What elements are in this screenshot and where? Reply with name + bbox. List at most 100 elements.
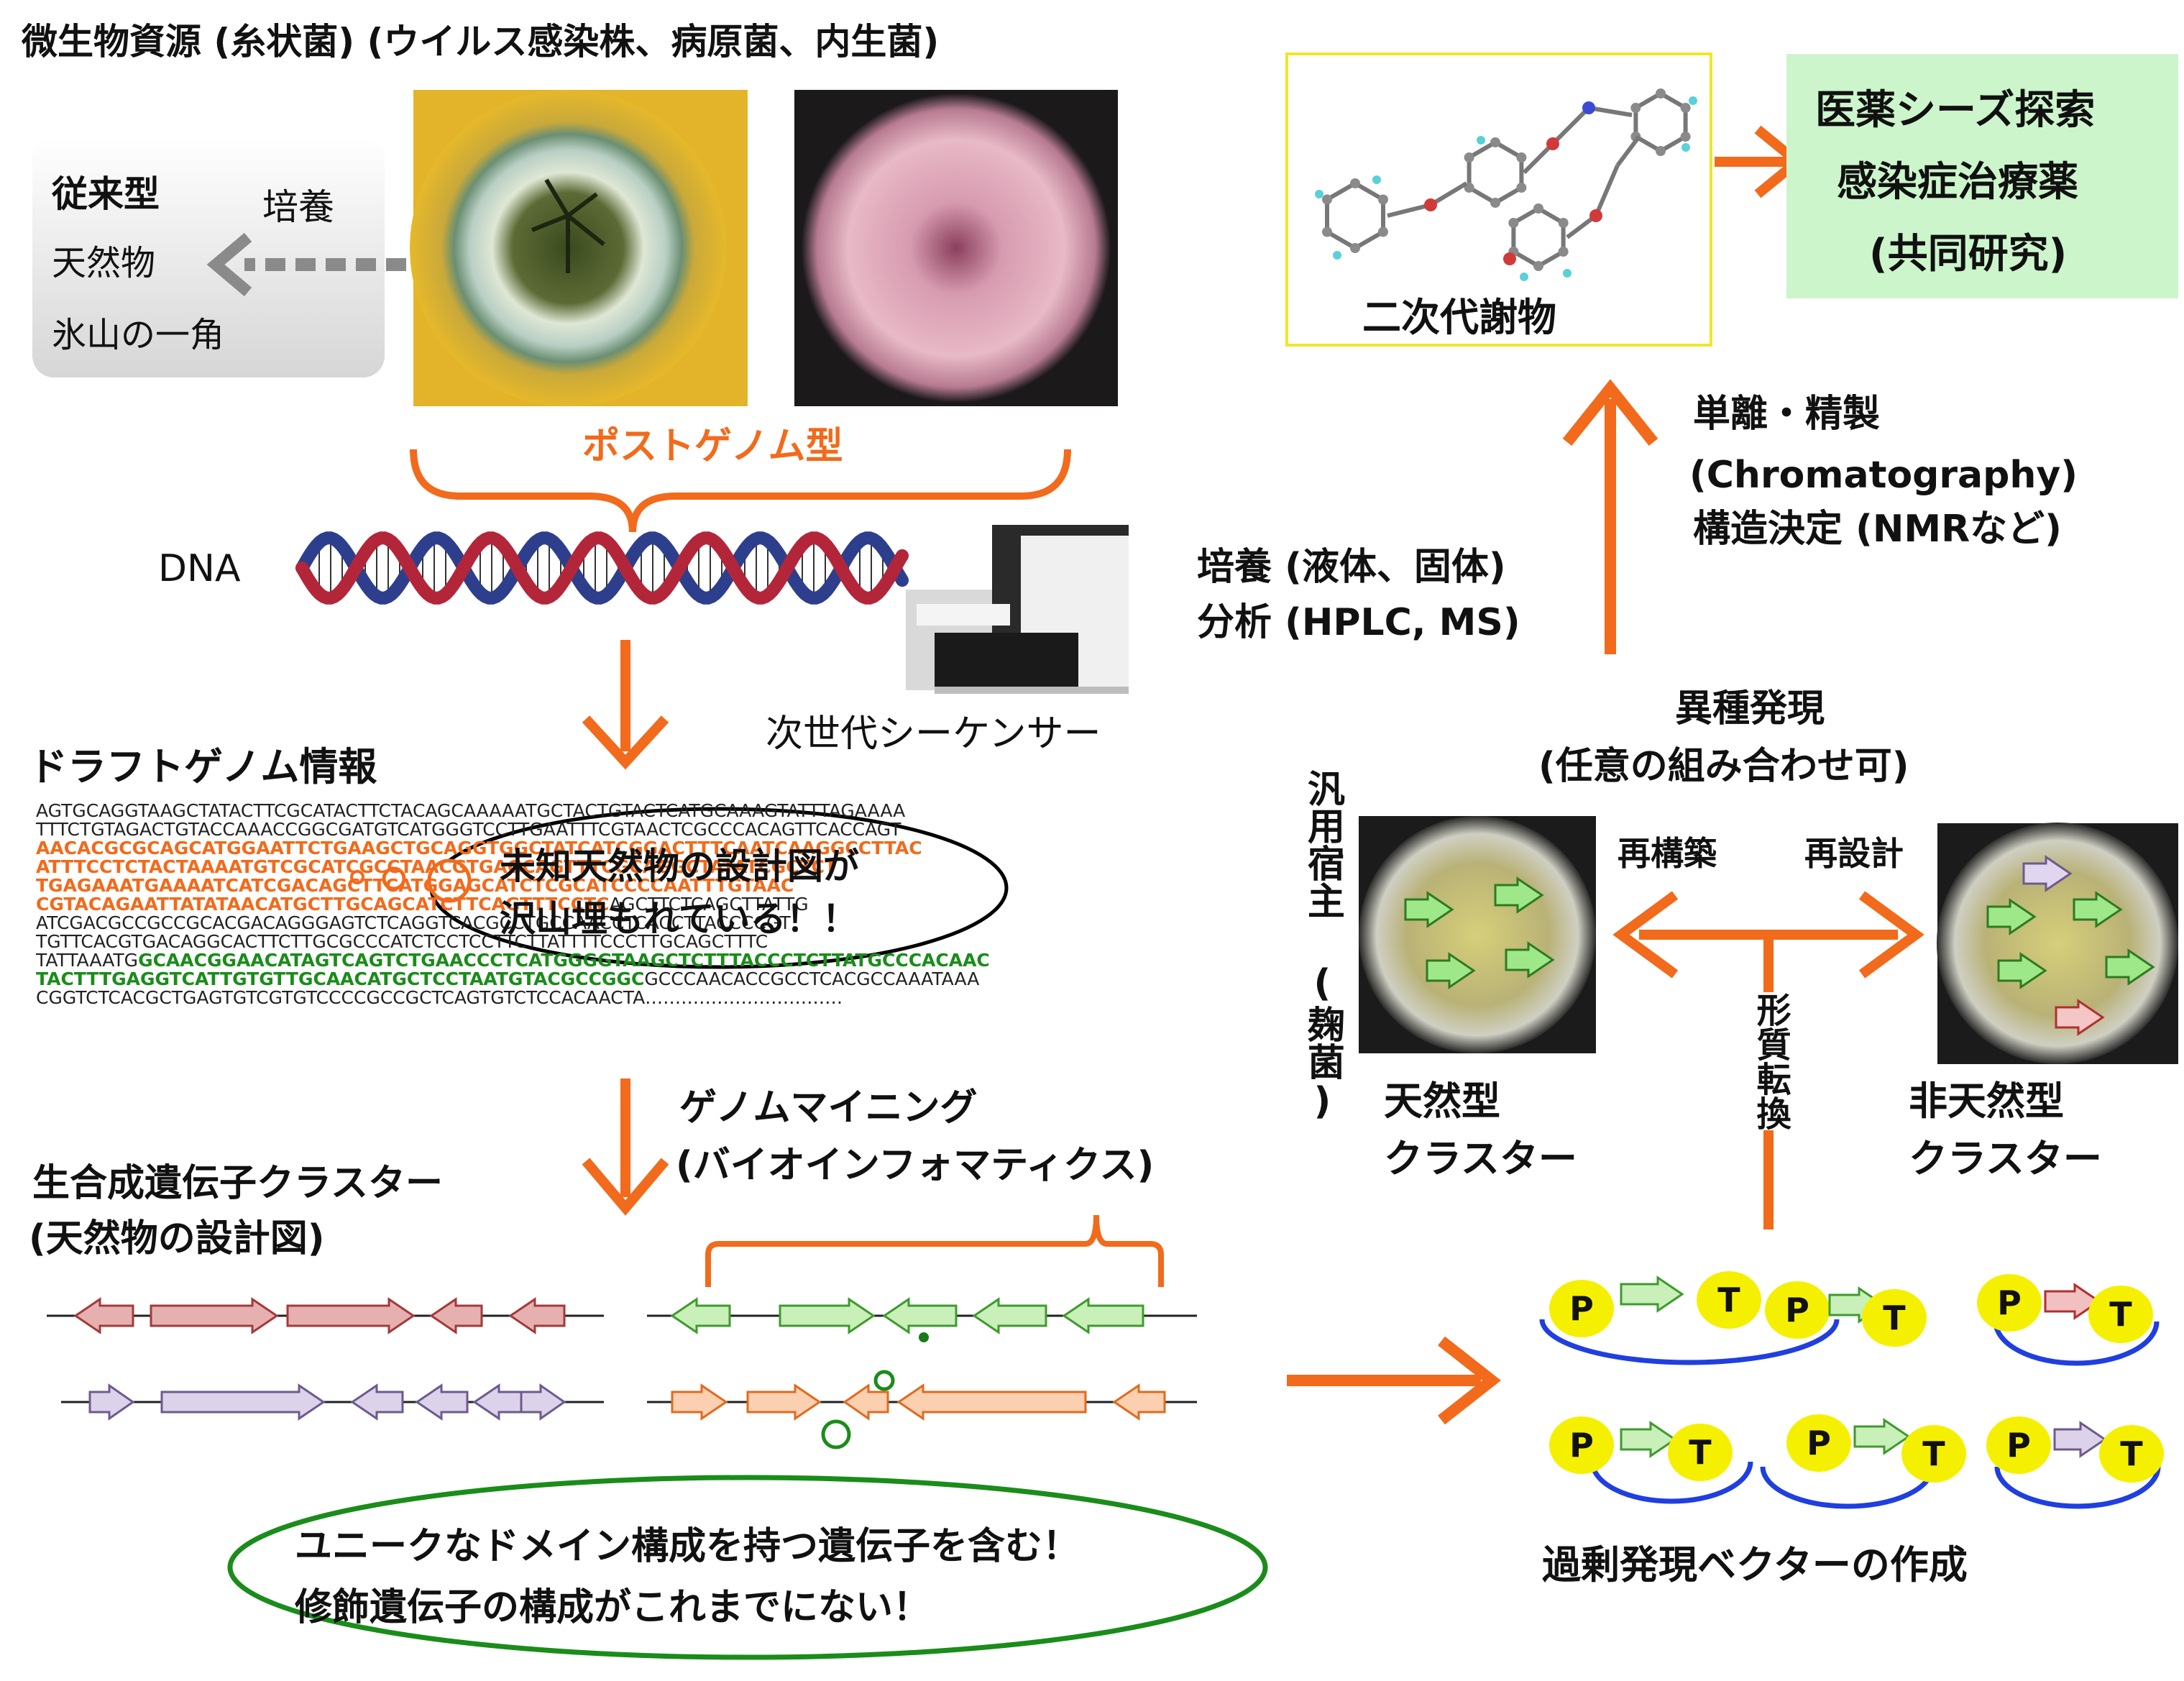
terminator-letter: T [1922, 1434, 1945, 1473]
host-gene-arrow [2055, 999, 2105, 1036]
dna-sequence-line: CGGTCTCACGCTGAGTGTCGTGTCCCCGCCGCTCAGTGTC… [36, 989, 990, 1007]
promoter-ellipse [1765, 1281, 1830, 1339]
dna-sequence-segment: TGTTCACGTGACAGGCACTTCTTGCGCCCATCTCCTCCTT… [36, 931, 768, 952]
terminator-letter: T [2120, 1434, 2143, 1473]
iceberg-label: 氷山の一角 [52, 315, 225, 355]
atom [1589, 209, 1602, 222]
gene-arrow [746, 1383, 822, 1421]
heterologous-line1: 異種発現 [1675, 687, 1825, 730]
molecule-bond [1588, 106, 1633, 117]
gene-arrow [1062, 1297, 1144, 1334]
arrow-to-vector [1287, 1336, 1501, 1425]
gene-arrow [415, 1383, 469, 1421]
atom [1490, 137, 1500, 147]
dna-sequence-segment: ATTTCCTCTACTAAAATGTCGCATCGCCTAACGTGAGCAG… [36, 856, 838, 877]
marker-circle [873, 1370, 895, 1391]
dna-sequence-segment: CGGTCTCACGCTGAGTGTCGTGTCCCCGCCGCTCAGTGTC… [36, 987, 843, 1008]
dna-sequence-line: TATTAAATGGCAACGGAACATAGTCAGTCTGAACCCTCAT… [36, 951, 990, 970]
molecule-bond [1522, 142, 1555, 175]
dna-sequence-segment: TGAGAAATGAAAATCATCGACAGCTTCATGGAGCATCTCG… [36, 875, 794, 896]
arrow-culture-up [1562, 379, 1658, 654]
host-gene-arrow [2105, 948, 2155, 986]
atom [1558, 247, 1569, 257]
vector-gene-arrow [2044, 1283, 2101, 1320]
atom [1377, 226, 1388, 237]
host-gene-arrow [1404, 891, 1454, 928]
marker-dot [919, 1332, 929, 1342]
cloud2-line1: ユニークなドメイン構成を持つ遺伝子を含む！ [295, 1525, 1080, 1568]
gene-arrow [472, 1383, 523, 1421]
hydrogen-atom [1689, 96, 1697, 105]
heterologous-line2: (任意の組み合わせ可) [1538, 745, 1909, 788]
molecule-bond [1551, 106, 1591, 146]
natural-product-label: 天然物 [52, 243, 156, 283]
drug-line1: 医薬シーズ探索 [1815, 87, 2096, 134]
dna-helix-graphic [295, 531, 909, 605]
gene-cluster-rows [47, 1297, 1197, 1449]
host-gene-arrow [1505, 941, 1555, 979]
hydrogen-atom [1563, 269, 1572, 278]
isolation-line3: 構造決定 (NMRなど) [1693, 508, 2062, 551]
cluster-heading: 生合成遺伝子クラスター [32, 1162, 443, 1205]
cloud1-line2: 沢山埋もれている！！ [500, 898, 858, 940]
cloud-unique-domains [227, 1475, 1268, 1660]
gene-arrow [520, 1383, 566, 1421]
atom [1546, 137, 1559, 150]
dna-label: DNA [158, 547, 241, 590]
vector-backbone [1993, 1321, 2160, 1366]
host-gene-arrow [2073, 891, 2123, 928]
dashed-grey-arrow [206, 232, 406, 297]
atom [1424, 198, 1437, 211]
vector-gene-arrow [1853, 1418, 1911, 1455]
terminator-ellipse [1668, 1424, 1733, 1481]
culture-line1: 培養 (液体、固体) [1197, 546, 1506, 589]
gene-arrow [286, 1297, 416, 1334]
gene-arrow [1112, 1383, 1166, 1421]
terminator-ellipse [1901, 1425, 1966, 1483]
unnatural-host-photo [1937, 823, 2178, 1064]
gene-arrow [779, 1297, 876, 1334]
dna-sequence-block: AGTGCAGGTAAGCTATACTTCGCATACTTCTACAGCAAAA… [36, 802, 990, 1007]
terminator-letter: T [1689, 1433, 1712, 1472]
promoter-ellipse [1977, 1274, 2042, 1332]
host-label: 汎用宿主 (麹菌) [1300, 769, 1344, 1123]
mining-brace [705, 1214, 1164, 1287]
dna-sequence-line: AACACGCGCAGCATGGAATTCTGAAGCTGCAGGTGGCTAT… [36, 839, 990, 858]
terminator-ellipse [1862, 1289, 1927, 1347]
sequencer-label: 次世代シーケンサー [766, 713, 1101, 756]
host-gene-arrow [1986, 898, 2037, 935]
postgenome-brace [410, 449, 1071, 533]
vector-backbone [1539, 1319, 1840, 1365]
vector-backbone [1760, 1466, 1935, 1509]
vector-gene-arrow [1620, 1421, 1677, 1458]
drug-line3: (共同研究) [1869, 231, 2068, 278]
culture-arrow-label: 培養 [262, 186, 334, 228]
hydrogen-atom [1681, 143, 1690, 152]
terminator-ellipse [2099, 1425, 2164, 1483]
gene-arrow [73, 1297, 134, 1334]
unnatural-cluster-line1: 非天然型 [1909, 1078, 2064, 1124]
atom [1322, 226, 1333, 237]
atom [1350, 243, 1360, 253]
host-gene-arrow [1494, 876, 1544, 914]
dna-sequence-segment: TACTTTGAGGTCATTGTGTTGCAACATGCTCCTAATGTAC… [36, 968, 645, 989]
culture-line2: 分析 (HPLC, MS) [1197, 601, 1520, 644]
draft-genome-heading: ドラフトゲノム情報 [29, 744, 377, 789]
dna-sequence-segment: CGTACAGAATTATATAACATGCTTGCAGCATCTTCAGTTT… [36, 894, 610, 915]
gene-arrow [88, 1383, 135, 1421]
dna-sequence-segment: ATCGACGCCGCCGCACGACAGGGAGTCTCAGGTCACGCCT… [36, 912, 791, 933]
genome-mining-label: ゲノムマイニング [679, 1086, 978, 1130]
dna-sequence-segment: TTTCTGTAGACTGTACCAAACCGGCGATGTCATGGGTCCT… [36, 819, 901, 840]
cloud2-line2: 修飾遺伝子の構成がこれまでにない！ [295, 1586, 931, 1629]
terminator-ellipse [2088, 1286, 2153, 1343]
atom [1630, 103, 1641, 113]
gene-arrow [150, 1297, 279, 1334]
gene-arrow [508, 1297, 566, 1334]
molecule-bond [1387, 203, 1431, 218]
atom [1503, 252, 1516, 265]
bioinformatics-label: (バイオインフォマティクス) [676, 1144, 1155, 1187]
gene-arrow [882, 1297, 958, 1334]
promoter-letter: P [1997, 1283, 2022, 1322]
promoter-letter: P [1807, 1424, 1831, 1462]
gene-arrow [160, 1383, 326, 1421]
